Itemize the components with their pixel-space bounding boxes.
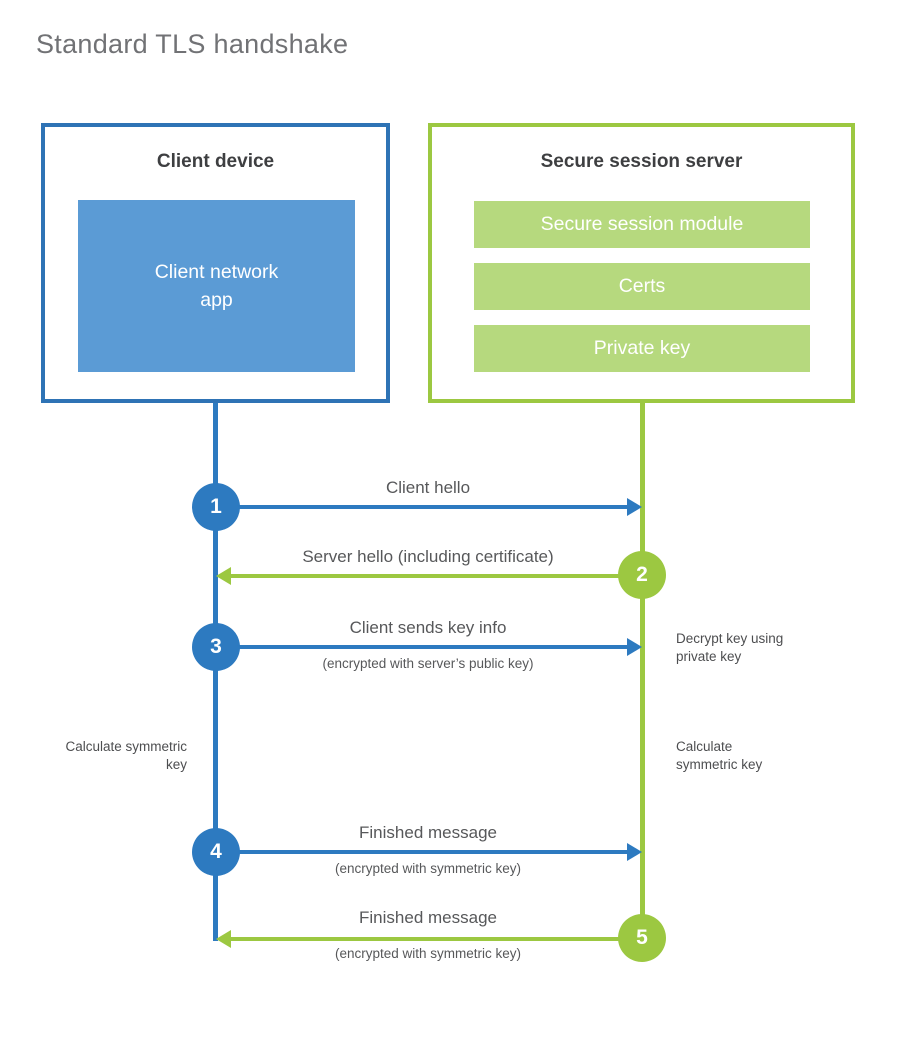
calculate-symmetric-key-note-client: Calculate symmetric key [65, 739, 187, 772]
server-lifeline [640, 403, 645, 938]
step-4-label: Finished message [359, 823, 497, 842]
client-device-header: Client device [156, 151, 275, 172]
step-1-label: Client hello [385, 478, 471, 497]
step-3-label: Client sends key info [349, 618, 507, 637]
step-4-sublabel: (encrypted with symmetric key) [334, 861, 522, 876]
server-header: Secure session server [540, 151, 743, 172]
step-3-circle: 3 [192, 623, 240, 671]
step-4-circle: 4 [192, 828, 240, 876]
step-2-arrowhead-icon [216, 567, 231, 585]
calculate-symmetric-key-note-server: Calculate symmetric key [676, 739, 763, 772]
decrypt-key-note: Decrypt key using private key [676, 631, 784, 664]
client-device-box: Client device Client network app [41, 123, 390, 403]
client-app-label-line1: Client network [154, 260, 279, 283]
step-1-arrowhead-icon [627, 498, 642, 516]
step-4-arrow-line [216, 850, 628, 854]
step-5-circle: 5 [618, 914, 666, 962]
step-2-label: Server hello (including certificate) [302, 547, 554, 566]
client-app-label-line2: app [200, 289, 233, 311]
step-1-circle: 1 [192, 483, 240, 531]
step-1-arrow-line [216, 505, 628, 509]
step-4-arrowhead-icon [627, 843, 642, 861]
secure-session-module-bar: Secure session module [474, 201, 810, 248]
step-2-arrow-line [231, 574, 642, 578]
server-box: Secure session server Secure session mod… [428, 123, 855, 403]
step-3-arrowhead-icon [627, 638, 642, 656]
step-5-label: Finished message [359, 908, 497, 927]
step-3-sublabel: (encrypted with server’s public key) [322, 656, 534, 671]
step-5-arrow-line [231, 937, 642, 941]
step-5-sublabel: (encrypted with symmetric key) [334, 946, 522, 961]
step-3-arrow-line [216, 645, 628, 649]
certs-bar: Certs [474, 263, 810, 310]
step-2-circle: 2 [618, 551, 666, 599]
page-title: Standard TLS handshake [36, 29, 349, 59]
step-5-arrowhead-icon [216, 930, 231, 948]
client-lifeline [213, 403, 218, 941]
client-network-app-box: Client network app [78, 200, 355, 372]
private-key-bar: Private key [474, 325, 810, 372]
